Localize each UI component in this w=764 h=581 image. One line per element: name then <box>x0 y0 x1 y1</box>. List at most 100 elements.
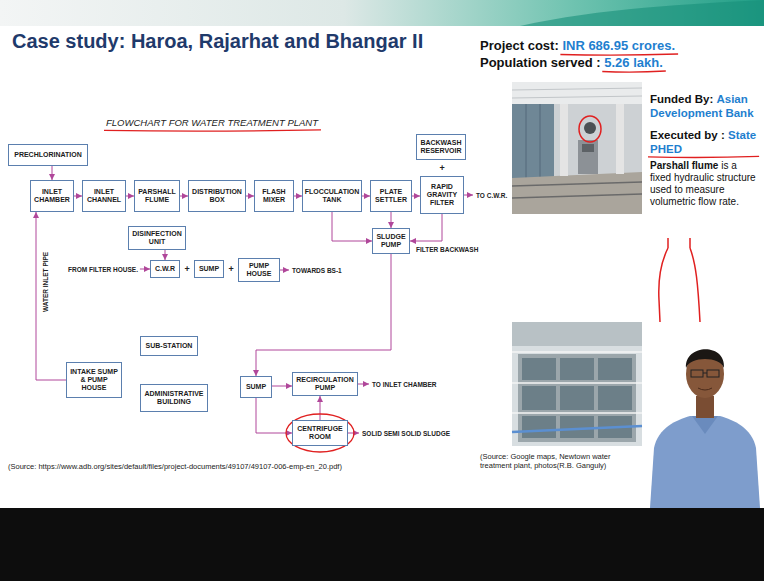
plant-photo-tanks <box>512 351 642 353</box>
plant-photo-tanks <box>512 322 642 346</box>
flow-arrow <box>320 396 321 420</box>
text-group: Project cost:INR 686.95 crores. <box>480 38 675 54</box>
fact-label: Population served : <box>480 55 601 70</box>
plant-photo-interior <box>579 116 601 142</box>
plant-photo-tanks <box>512 322 642 446</box>
presenter-figure <box>691 370 703 377</box>
annotation-underline <box>104 130 321 131</box>
presenter-figure <box>650 349 760 508</box>
flow-arrow <box>52 166 53 180</box>
source-note: (Source: Google maps, Newtown water trea… <box>480 452 642 471</box>
annotation-circle <box>286 414 354 452</box>
box-label: FLOCCULATION TANK <box>305 188 360 204</box>
presenter-figure <box>686 349 724 368</box>
plant-photo-tanks <box>512 382 642 384</box>
process-box: PARSHALL FLUME <box>134 180 180 212</box>
annotation-underline <box>602 71 666 72</box>
process-box: CENTRIFUGE ROOM <box>292 420 348 446</box>
process-box: FLASH MIXER <box>254 180 294 212</box>
process-box: FLOCCULATION TANK <box>302 180 362 212</box>
box-label: SUMP <box>246 383 266 391</box>
box-label: CENTRIFUGE ROOM <box>295 425 345 441</box>
flow-arrow <box>126 196 134 197</box>
process-box: PRECHLORINATION <box>8 144 88 166</box>
plant-photo-interior <box>584 122 596 134</box>
box-label: PRECHLORINATION <box>14 151 82 159</box>
plant-photo-interior <box>512 182 642 186</box>
process-box: PUMP HOUSE <box>238 258 280 282</box>
flow-arrow <box>180 196 188 197</box>
process-box: PLATE SETTLER <box>370 180 412 212</box>
source-note: (Source: https://www.adb.org/sites/defau… <box>8 462 474 471</box>
process-box: RECIRCULATION PUMP <box>292 372 358 396</box>
plant-photo-interior <box>582 144 594 152</box>
box-label: RAPID GRAVITY FILTER <box>423 183 461 207</box>
flow-arrow <box>362 196 370 197</box>
plant-photo-interior <box>512 88 642 90</box>
flow-arrow <box>391 212 392 228</box>
plant-photo-interior <box>512 82 642 104</box>
plant-photo-interior <box>512 96 642 98</box>
presenter-figure <box>696 396 714 418</box>
annotation-drawing <box>659 238 700 322</box>
flow-leader <box>280 270 289 271</box>
text-group: Population served :5.26 lakh. <box>480 55 663 71</box>
process-box: DISINFECTION UNIT <box>128 226 186 250</box>
presenter-figure <box>686 350 724 398</box>
slide-title: Case study: Haroa, Rajarhat and Bhangar … <box>12 30 423 53</box>
plant-photo-tanks <box>512 322 642 446</box>
presenter-figure <box>703 373 707 374</box>
flow-arrow <box>36 212 66 380</box>
plant-photo-tanks <box>560 386 594 410</box>
plant-photo-tanks <box>512 426 642 432</box>
presenter-figure <box>692 416 718 434</box>
box-label: DISTRIBUTION BOX <box>191 188 243 204</box>
fact-label: Executed by : <box>650 129 725 141</box>
top-bar <box>520 0 764 26</box>
box-label: DISINFECTION UNIT <box>131 230 183 246</box>
plus-sign: + <box>229 264 234 274</box>
annotation-drawing <box>659 238 700 322</box>
plant-photo-interior <box>578 140 598 174</box>
process-box: SUMP <box>194 260 224 278</box>
box-label: FLASH MIXER <box>257 188 291 204</box>
flow-arrow <box>246 196 254 197</box>
flow-arrow <box>294 196 302 197</box>
top-bar <box>0 0 764 26</box>
plant-photo-tanks <box>522 386 556 410</box>
pipe-label: WATER INLET PIPE <box>42 252 49 312</box>
fact-value: 5.26 lakh. <box>604 55 663 70</box>
box-label: ADMINISTRATIVE BUILDING <box>143 390 205 406</box>
flow-note: FROM FILTER HOUSE. <box>68 266 138 273</box>
flow-leader <box>464 195 473 196</box>
plant-photo-interior <box>512 194 642 198</box>
plant-photo-interior <box>540 104 541 178</box>
plant-photo-tanks <box>598 386 632 410</box>
process-box: SLUDGE PUMP <box>372 228 410 254</box>
annotation-underline <box>648 156 759 157</box>
process-box: C.W.R <box>150 260 180 278</box>
plant-photo-tanks <box>512 412 642 414</box>
plant-photo-interior <box>526 104 527 178</box>
fact-label: Project cost: <box>480 38 559 53</box>
text-group: Parshall flumeis a fixed hydraulic struc… <box>650 160 760 208</box>
flow-arrow <box>410 214 442 241</box>
flow-note: TO C.W.R. <box>476 192 507 199</box>
plant-photo-interior <box>512 172 642 214</box>
box-label: INLET CHANNEL <box>85 188 123 204</box>
process-box: SUB-STATION <box>140 336 198 356</box>
flowchart-heading: FLOWCHART FOR WATER TREATMENT PLANT <box>106 118 318 129</box>
flow-note: SOLID SEMI SOLID SLUDGE <box>362 430 450 437</box>
flow-leader <box>140 269 150 270</box>
fact-label: Funded By: <box>650 93 713 105</box>
flow-arrow <box>272 386 292 387</box>
process-box: ADMINISTRATIVE BUILDING <box>140 384 208 412</box>
box-label: SUMP <box>199 265 219 273</box>
box-label: INLET CHAMBER <box>33 188 71 204</box>
plant-photo-interior <box>512 82 642 214</box>
plus-sign: + <box>185 264 190 274</box>
plant-photo-tanks <box>560 358 594 380</box>
flow-arrow <box>332 212 372 241</box>
box-label: BACKWASH RESERVOIR <box>419 139 463 155</box>
